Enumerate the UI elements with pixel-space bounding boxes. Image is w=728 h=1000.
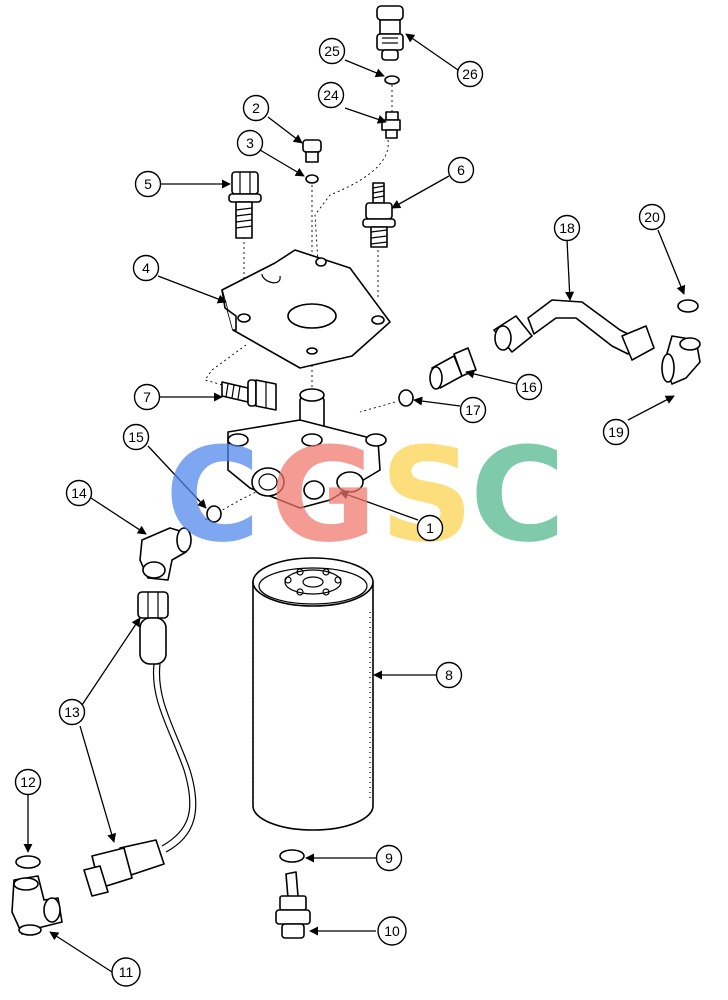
callout-16: 16 xyxy=(515,373,543,401)
part-24-nipple xyxy=(381,111,401,139)
svg-text:8: 8 xyxy=(445,667,453,683)
part-2-plug xyxy=(302,139,322,163)
callout-2: 2 xyxy=(242,94,270,122)
svg-text:25: 25 xyxy=(324,43,340,59)
callout-8: 8 xyxy=(435,661,463,689)
svg-text:11: 11 xyxy=(119,964,134,980)
svg-text:14: 14 xyxy=(71,485,87,501)
watermark: C G S C xyxy=(165,419,565,571)
svg-text:16: 16 xyxy=(521,379,537,395)
part-15-oring xyxy=(206,505,222,523)
callout-12: 12 xyxy=(14,768,42,796)
callout-20: 20 xyxy=(638,203,666,231)
callout-6: 6 xyxy=(447,156,475,184)
callout-4: 4 xyxy=(132,254,160,282)
svg-text:7: 7 xyxy=(143,389,151,405)
svg-text:18: 18 xyxy=(559,220,575,236)
part-13-hose xyxy=(83,591,197,897)
callout-10: 10 xyxy=(377,916,407,946)
svg-text:6: 6 xyxy=(457,162,465,178)
callout-13: 13 xyxy=(58,698,86,726)
callout-25: 25 xyxy=(318,37,346,65)
watermark-letter-3: S xyxy=(380,419,474,571)
svg-text:10: 10 xyxy=(384,923,400,939)
part-7-bolt xyxy=(221,379,277,411)
svg-text:9: 9 xyxy=(385,850,393,866)
part-4-bracket xyxy=(221,249,391,369)
part-18-tube xyxy=(493,299,655,361)
part-1-filter-head xyxy=(227,388,387,509)
watermark-letter-2: G xyxy=(270,419,377,571)
svg-text:13: 13 xyxy=(64,704,80,720)
svg-text:26: 26 xyxy=(462,66,478,82)
svg-text:4: 4 xyxy=(142,260,150,276)
part-9-washer xyxy=(279,849,305,863)
callout-11: 11 xyxy=(111,957,141,987)
part-6-stud xyxy=(362,182,396,248)
part-19-elbow xyxy=(661,335,701,385)
part-11-elbow xyxy=(11,875,63,936)
part-17-oring xyxy=(398,389,414,407)
callout-3: 3 xyxy=(236,129,264,157)
svg-text:24: 24 xyxy=(323,87,339,103)
callout-24: 24 xyxy=(317,81,345,109)
svg-text:20: 20 xyxy=(644,209,660,225)
callout-5: 5 xyxy=(134,170,162,198)
svg-text:19: 19 xyxy=(608,424,624,440)
callout-1: 1 xyxy=(416,514,444,542)
callout-7: 7 xyxy=(133,383,161,411)
part-12-oring xyxy=(15,855,41,869)
part-5-bolt xyxy=(228,171,262,239)
callout-14: 14 xyxy=(65,479,93,507)
part-10-drain xyxy=(275,871,311,939)
callout-18: 18 xyxy=(553,214,581,242)
callout-15: 15 xyxy=(122,423,150,451)
part-14-elbow xyxy=(139,527,192,581)
svg-text:2: 2 xyxy=(252,100,260,116)
part-25-oring xyxy=(384,75,400,85)
callout-17: 17 xyxy=(459,396,487,424)
watermark-letter-4: C xyxy=(470,419,565,571)
part-3-oring xyxy=(305,174,319,184)
watermark-letter-1: C xyxy=(165,419,260,571)
part-16-fitting xyxy=(429,347,477,390)
svg-text:12: 12 xyxy=(20,774,36,790)
svg-text:5: 5 xyxy=(144,176,152,192)
part-20-oring xyxy=(677,299,699,313)
callout-9: 9 xyxy=(375,844,403,872)
svg-text:1: 1 xyxy=(426,520,434,536)
svg-text:17: 17 xyxy=(465,402,481,418)
svg-text:15: 15 xyxy=(128,429,144,445)
callout-19: 19 xyxy=(602,418,630,446)
part-26-fitting xyxy=(376,5,404,61)
callout-26: 26 xyxy=(456,60,484,88)
svg-text:3: 3 xyxy=(246,135,254,151)
part-8-filter xyxy=(252,557,374,831)
leader-lines xyxy=(23,33,686,973)
